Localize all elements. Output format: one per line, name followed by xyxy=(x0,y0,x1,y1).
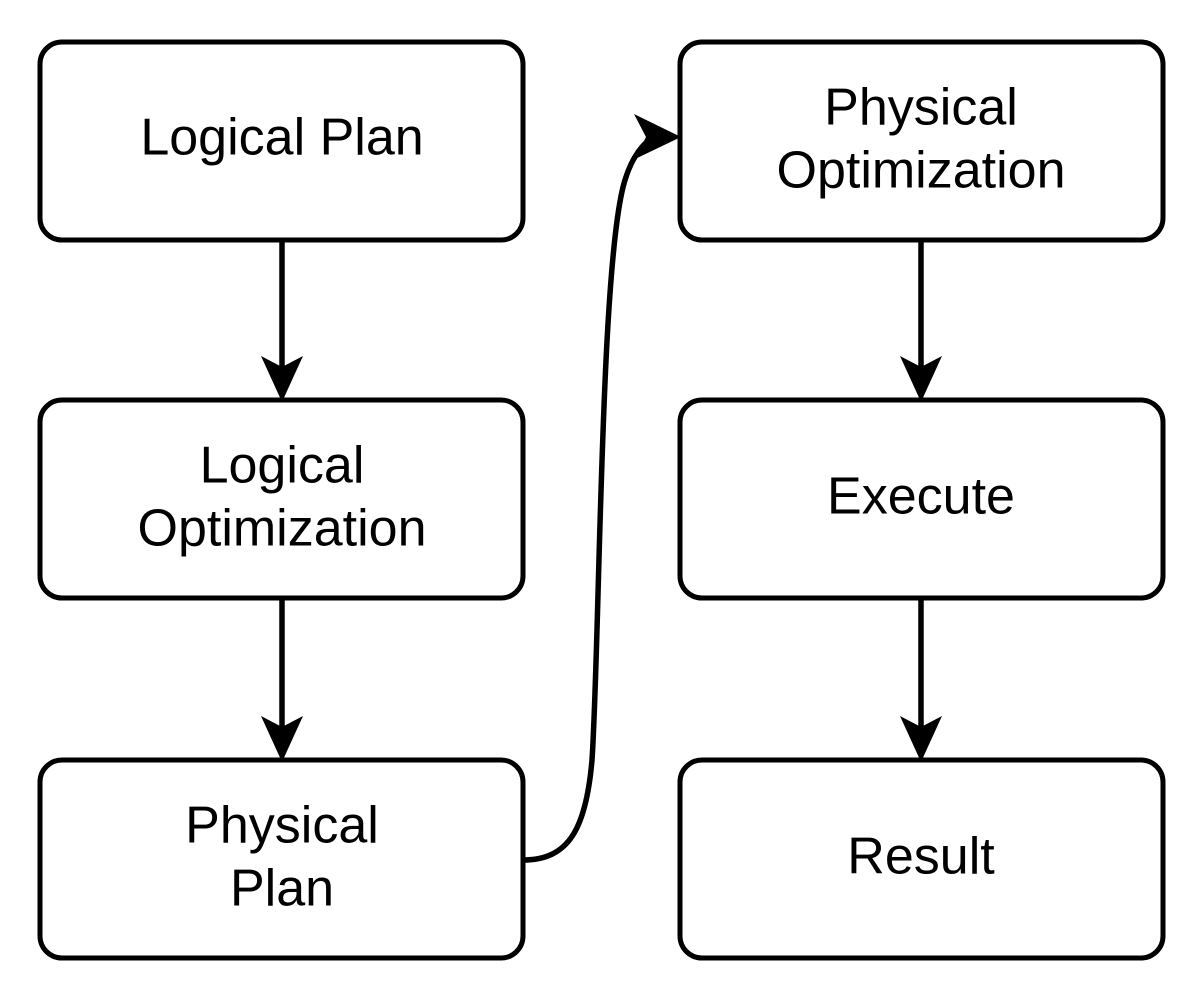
node-logical-optimization[interactable]: Logical Optimization xyxy=(37,397,526,601)
edge-execute-to-result xyxy=(900,600,942,762)
node-result-box[interactable] xyxy=(677,757,1166,961)
node-logical-plan[interactable]: Logical Plan xyxy=(37,39,526,243)
node-logical-optimization-label-line2: Optimization xyxy=(138,500,427,558)
node-physical-plan-label-line2: Plan xyxy=(230,860,334,918)
node-logical-optimization-box[interactable] xyxy=(37,397,526,601)
edge-physical-optimization-to-execute xyxy=(900,240,942,402)
arrowhead-icon xyxy=(634,114,681,159)
node-execute-label: Execute xyxy=(827,468,1015,526)
node-execute[interactable]: Execute xyxy=(677,397,1166,601)
edge-logical-plan-to-logical-optimization xyxy=(261,240,303,402)
edge-physical-plan-to-physical-optimization xyxy=(522,114,681,863)
node-logical-plan-label: Logical Plan xyxy=(140,109,423,167)
node-physical-plan-label-line1: Physical xyxy=(185,797,379,855)
node-result-label: Result xyxy=(847,828,995,886)
node-physical-optimization-label-line1: Physical xyxy=(824,79,1018,137)
edge-logical-optimization-to-physical-plan xyxy=(261,600,303,762)
arrowhead-icon xyxy=(261,716,303,762)
node-physical-optimization-label-line2: Optimization xyxy=(777,142,1066,200)
node-physical-plan[interactable]: Physical Plan xyxy=(37,757,526,961)
node-physical-optimization-box[interactable] xyxy=(677,39,1166,243)
node-logical-plan-box[interactable] xyxy=(37,39,526,243)
edge-curve xyxy=(522,135,655,863)
node-execute-box[interactable] xyxy=(677,397,1166,601)
node-physical-optimization[interactable]: Physical Optimization xyxy=(677,39,1166,243)
node-result[interactable]: Result xyxy=(677,757,1166,961)
node-physical-plan-box[interactable] xyxy=(37,757,526,961)
arrowhead-icon xyxy=(900,716,942,762)
node-logical-optimization-label-line1: Logical xyxy=(200,437,365,495)
arrowhead-icon xyxy=(900,356,942,402)
arrowhead-icon xyxy=(261,356,303,402)
